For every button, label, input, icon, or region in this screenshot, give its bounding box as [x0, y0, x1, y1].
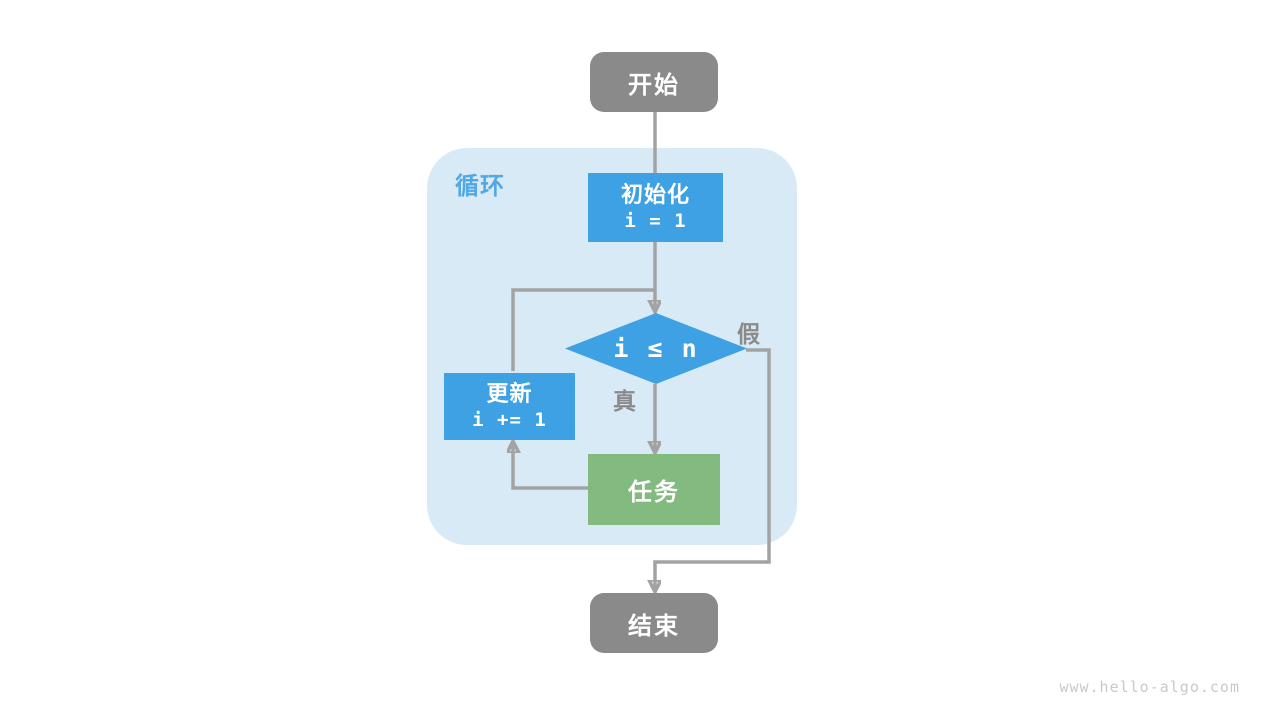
node-init-code: i = 1 [624, 210, 687, 233]
edge-task-to-update [513, 443, 590, 490]
node-init-title: 初始化 [620, 181, 690, 207]
node-start: 开始 [590, 52, 718, 112]
node-update: 更新 i += 1 [444, 373, 575, 440]
edge-label-false: 假 [737, 321, 760, 347]
edge-label-true: 真 [613, 388, 636, 414]
node-condition-label: i ≤ n [613, 334, 699, 363]
node-init: 初始化 i = 1 [588, 173, 723, 242]
loop-region-label: 循环 [455, 173, 505, 200]
node-update-title: 更新 [486, 380, 533, 406]
node-end-label: 结束 [628, 612, 680, 640]
node-end: 结束 [590, 593, 718, 653]
node-task-label: 任务 [628, 479, 680, 506]
node-start-label: 开始 [628, 71, 680, 99]
watermark-text: www.hello-algo.com [1059, 678, 1240, 696]
edge-update-to-condition [511, 288, 655, 371]
node-task: 任务 [588, 454, 720, 525]
node-update-code: i += 1 [472, 409, 547, 432]
edge-condition-to-end [655, 348, 771, 590]
